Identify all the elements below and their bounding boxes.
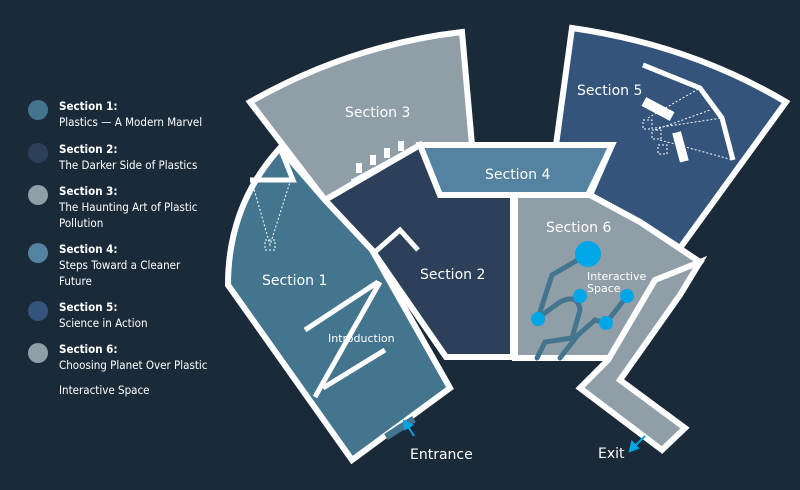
legend-title: Section 3: [59, 184, 118, 198]
wall [642, 62, 736, 161]
section-6-label: Section 6 [546, 220, 611, 236]
legend-interactive-label: Interactive Space [59, 383, 150, 397]
legend-subtitle: Choosing Planet Over Plastic [59, 358, 208, 372]
legend-swatch [28, 185, 48, 205]
interactive-point[interactable] [620, 289, 634, 303]
entrance-label: Entrance [410, 447, 473, 463]
legend-subtitle: Science in Action [59, 316, 148, 330]
legend-swatch [28, 343, 48, 363]
legend-swatch [28, 301, 48, 321]
section-3-label: Section 3 [345, 105, 410, 121]
interactive-point[interactable] [531, 312, 545, 326]
legend-subtitle: The Haunting Art of Plastic Pollution [59, 200, 198, 230]
screen-icon [641, 97, 675, 121]
legend-subtitle: Plastics — A Modern Marvel [59, 115, 203, 129]
section-3-area[interactable] [245, 28, 476, 204]
wall [250, 147, 297, 183]
legend-title: Section 5: [59, 300, 118, 314]
legend-title: Section 2: [59, 142, 118, 156]
interactive-label-line1: Interactive [587, 270, 646, 283]
exit-label: Exit [598, 446, 625, 462]
entrance-arrow-head [402, 419, 415, 431]
projector-cones [251, 87, 734, 251]
wall [321, 347, 387, 391]
legend-subtitle: Steps Toward a Cleaner Future [59, 258, 181, 288]
section-1-area[interactable] [224, 143, 454, 465]
section-4-label: Section 4 [485, 167, 550, 183]
wall [312, 280, 383, 399]
bench-icons [356, 97, 689, 173]
legend-title: Section 4: [59, 242, 118, 256]
legend-swatch [28, 100, 48, 120]
interactive-label-line2: Space [587, 282, 621, 295]
wall [303, 279, 380, 333]
legend-title: Section 1: [59, 99, 118, 113]
wall [373, 226, 420, 254]
legend-swatch [28, 143, 48, 163]
section-2-label: Section 2 [420, 267, 485, 283]
interactive-point[interactable] [575, 241, 601, 267]
screen-icon [672, 131, 689, 163]
interactive-point[interactable] [573, 289, 587, 303]
legend-subtitle: The Darker Side of Plastics [59, 158, 198, 172]
section-1-label: Section 1 [262, 273, 327, 289]
exit-arrow-head [628, 440, 640, 453]
interactive-point[interactable] [599, 316, 613, 330]
introduction-label: Introduction [328, 332, 395, 345]
interactive-points [531, 241, 634, 330]
wall [350, 145, 417, 185]
legend-swatch [28, 243, 48, 263]
section-5-label: Section 5 [577, 83, 642, 99]
legend-title: Section 6: [59, 342, 118, 356]
entrance-doorway [384, 416, 416, 440]
exit-corridor[interactable] [575, 255, 708, 454]
